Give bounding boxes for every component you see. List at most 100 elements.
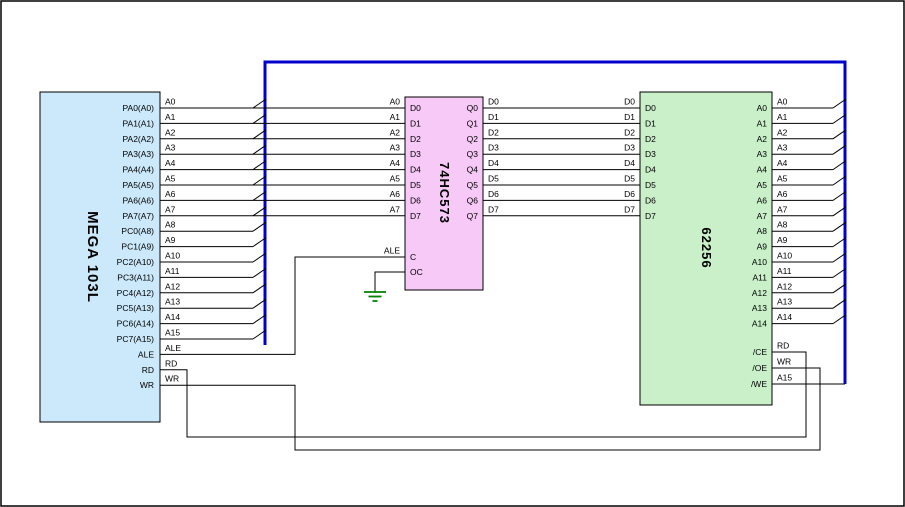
- latch-output-net-label: D4: [488, 158, 499, 168]
- mcu-pin-inner-label: PC4(A12): [117, 288, 154, 298]
- sram-body: [639, 91, 773, 406]
- mcu-pin-outer-label: A10: [165, 251, 180, 261]
- sram-pin-label: A7: [757, 211, 768, 221]
- latch-input-net-label: A6: [390, 189, 401, 199]
- sram-addr-net-label: A12: [777, 281, 792, 291]
- bus-entry: [832, 175, 847, 186]
- latch-input-net-label: A1: [390, 112, 401, 122]
- mcu-pin-outer-label: A5: [165, 174, 176, 184]
- bus-entry: [252, 160, 267, 171]
- latch-pin-label: D7: [410, 211, 421, 221]
- latch-pin-label: D3: [410, 149, 421, 159]
- latch-output-net-label: D5: [488, 174, 499, 184]
- mcu-pin-inner-label: RD: [142, 365, 154, 375]
- sram-data-net-label: D1: [624, 112, 635, 122]
- sram-pin-label: D6: [645, 195, 656, 205]
- latch-body: [404, 96, 484, 291]
- sram-pin-label: D2: [645, 134, 656, 144]
- mcu-pin-outer-label: A12: [165, 281, 180, 291]
- bus-entry: [832, 252, 847, 263]
- sram-addr-net-label: A2: [777, 127, 788, 137]
- latch-pin-label: D6: [410, 195, 421, 205]
- mcu-pin-outer-label: A7: [165, 204, 176, 214]
- mcu-pin-inner-label: PC0(A8): [121, 226, 154, 236]
- sram-control-net-label: WR: [777, 357, 791, 367]
- latch-pin-label: D5: [410, 180, 421, 190]
- sram-pin-label: A8: [757, 226, 768, 236]
- mcu-pin-outer-label: A0: [165, 97, 176, 107]
- mcu-pin-outer-label: WR: [165, 374, 179, 384]
- bus-entry: [252, 206, 267, 217]
- sram-addr-net-label: A1: [777, 112, 788, 122]
- mcu-pin-inner-label: PA4(A4): [123, 165, 155, 175]
- latch-input-net-label: A7: [390, 204, 401, 214]
- latch-pin-label: Q5: [467, 180, 479, 190]
- latch-pin-label: Q4: [467, 165, 479, 175]
- sram-addr-net-label: A10: [777, 251, 792, 261]
- mcu-pin-inner-label: PC1(A9): [121, 242, 154, 252]
- bus-entry: [252, 329, 267, 340]
- mcu-pin-outer-label: A9: [165, 235, 176, 245]
- mcu-pin-outer-label: RD: [165, 358, 177, 368]
- bus-entry: [252, 221, 267, 232]
- sram-pin-label: A6: [757, 195, 768, 205]
- sram-pin-label: /WE: [751, 379, 767, 389]
- latch-output-net-label: D7: [488, 204, 499, 214]
- bus-entry: [252, 298, 267, 309]
- mcu-pin-inner-label: PA1(A1): [123, 118, 155, 128]
- sram-data-net-label: D0: [624, 97, 635, 107]
- bus-entry: [252, 129, 267, 140]
- bus-entry: [832, 314, 847, 325]
- mcu-pin-outer-label: A15: [165, 328, 180, 338]
- sram-pin-label: A2: [757, 134, 768, 144]
- mcu-pin-outer-label: ALE: [165, 343, 181, 353]
- bus-entry: [832, 298, 847, 309]
- bus-entry: [252, 267, 267, 278]
- latch-output-net-label: D3: [488, 143, 499, 153]
- mcu-pin-inner-label: PC2(A10): [117, 257, 154, 267]
- latch-output-net-label: D6: [488, 189, 499, 199]
- sram-pin-label: A3: [757, 149, 768, 159]
- ale-wire: [160, 256, 405, 355]
- sram-control-net-label: RD: [777, 341, 789, 351]
- bus-entry: [832, 206, 847, 217]
- sram-data-net-label: D2: [624, 127, 635, 137]
- latch-input-net-label: A5: [390, 174, 401, 184]
- sram-pin-label: A4: [757, 165, 768, 175]
- mcu-pin-inner-label: PC7(A15): [117, 334, 154, 344]
- sram-addr-net-label: A0: [777, 97, 788, 107]
- sram-pin-label: D3: [645, 149, 656, 159]
- mcu-title: MEGA 103L: [84, 211, 101, 303]
- mcu-pin-inner-label: PC5(A13): [117, 303, 154, 313]
- sram-data-net-label: D7: [624, 204, 635, 214]
- sram-addr-net-label: A14: [777, 312, 792, 322]
- latch-title: 74HC573: [437, 162, 452, 224]
- sram-title: 62256: [699, 227, 714, 268]
- sram-control-net-label: A15: [777, 373, 792, 383]
- sram-pin-label: D4: [645, 165, 656, 175]
- mcu-pin-inner-label: PA6(A6): [123, 195, 155, 205]
- bus-entry: [832, 267, 847, 278]
- pin-labels-layer: PA0(A0)A0PA1(A1)A1PA2(A2)A2PA3(A3)A3PA4(…: [117, 97, 793, 391]
- sram-addr-net-label: A13: [777, 297, 792, 307]
- latch-pin-label: OC: [410, 267, 423, 277]
- mcu-pin-outer-label: A13: [165, 297, 180, 307]
- bus-entry: [252, 190, 267, 201]
- latch-input-net-label: A2: [390, 127, 401, 137]
- mcu-pin-inner-label: PA3(A3): [123, 149, 155, 159]
- sram-pin-label: A13: [752, 303, 767, 313]
- sram-pin-label: /CE: [753, 347, 768, 357]
- latch-output-net-label: D0: [488, 97, 499, 107]
- latch-oc-wire: [374, 271, 405, 292]
- latch-output-net-label: D2: [488, 127, 499, 137]
- sram-pin-label: A10: [752, 257, 767, 267]
- sram-addr-net-label: A5: [777, 174, 788, 184]
- mcu-pin-outer-label: A6: [165, 189, 176, 199]
- latch-pin-label: D0: [410, 103, 421, 113]
- sram-data-net-label: D4: [624, 158, 635, 168]
- latch-pin-label: Q0: [467, 103, 479, 113]
- sram-pin-label: A9: [757, 242, 768, 252]
- bus-entry: [252, 252, 267, 263]
- bus-entry: [252, 283, 267, 294]
